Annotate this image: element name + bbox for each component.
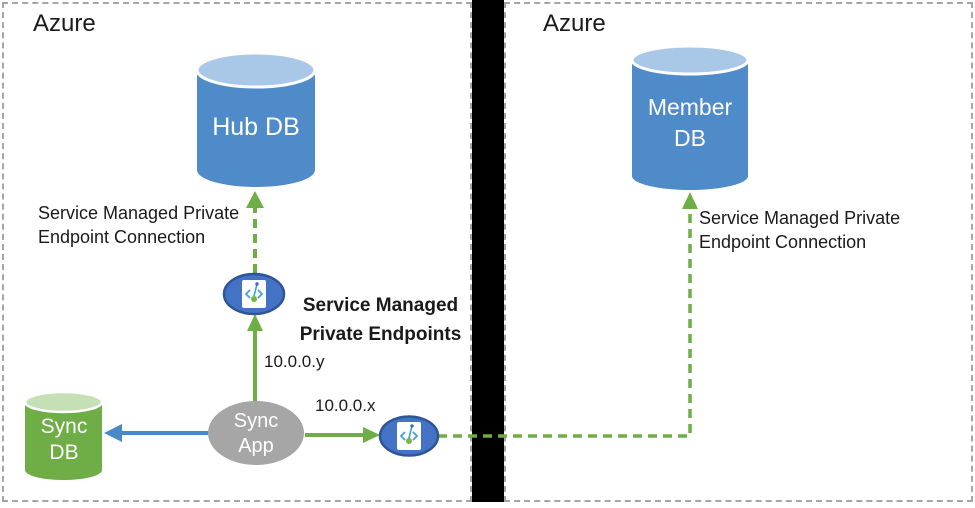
member-db-label: Member DB — [647, 94, 733, 151]
arrowhead-sync-db — [104, 424, 122, 442]
member-db-bottom — [632, 162, 748, 190]
endpoint-pin-dot — [251, 296, 257, 302]
sync-db-top — [23, 390, 104, 414]
hub-db-top — [195, 51, 317, 89]
endpoint-pin-line — [253, 283, 258, 297]
service-managed-private-endpoints-label: Service Managed Private Endpoints — [299, 295, 462, 345]
hub-db-cylinder — [195, 51, 317, 187]
arrowhead-endpoint-1 — [247, 314, 263, 331]
sync-app-ellipse — [208, 401, 304, 465]
code-bracket-right-icon — [412, 431, 419, 441]
connection-label-right: Service Managed Private Endpoint Connect… — [699, 208, 901, 252]
endpoint-pin-dot — [406, 438, 412, 444]
endpoint-pin-head — [410, 424, 414, 428]
connection-label-left: Service Managed Private Endpoint Connect… — [38, 203, 240, 247]
private-endpoint-icon-1 — [222, 272, 286, 316]
arrowhead-hub-db — [246, 191, 264, 208]
member-db-body — [632, 60, 748, 176]
private-endpoint-icon-2 — [378, 415, 440, 457]
endpoint-pin-head — [255, 282, 259, 286]
member-db-top — [630, 44, 750, 76]
sync-db-label: Sync DB — [40, 415, 88, 464]
ip-label-x: 10.0.0.x — [315, 396, 376, 415]
code-bracket-left-icon — [244, 289, 251, 299]
member-db-cylinder — [630, 44, 750, 190]
arrowhead-endpoint-2 — [363, 427, 380, 443]
hub-db-label: Hub DB — [212, 113, 300, 141]
region-divider — [472, 0, 504, 502]
azure-label-left: Azure — [33, 10, 96, 37]
azure-label-right: Azure — [543, 10, 606, 37]
code-bracket-right-icon — [257, 289, 264, 299]
code-bracket-left-icon — [399, 431, 406, 441]
sync-db-cylinder — [23, 390, 104, 480]
endpoint-pin-line — [408, 425, 413, 439]
sync-app-label: Sync App — [233, 410, 279, 457]
sync-db-bottom — [25, 460, 102, 480]
ip-label-y: 10.0.0.y — [264, 352, 325, 371]
arrowhead-member-db — [682, 192, 698, 209]
sync-db-body — [25, 402, 102, 470]
hub-db-bottom — [197, 153, 315, 187]
dashed-connection-to-member-db — [438, 208, 692, 438]
